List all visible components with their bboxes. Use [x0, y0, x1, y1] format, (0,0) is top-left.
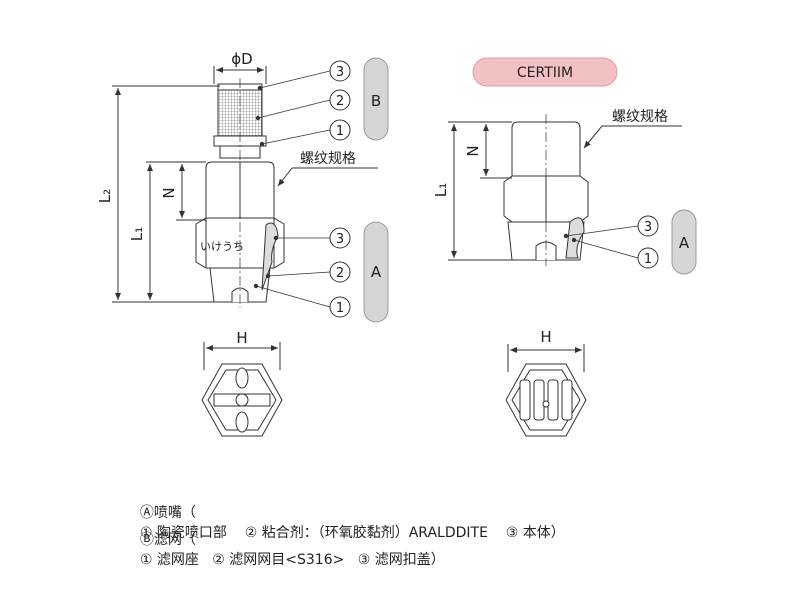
callout-b-3-label: 3: [336, 65, 344, 80]
callout-b-2: [329, 89, 351, 111]
callout-a-3: [329, 227, 351, 249]
legend-a-2: ② 粘合剂：（环氧胶黏剂）ARALDDITE: [244, 525, 488, 541]
legend-b-1: ① 滤网座: [139, 552, 199, 568]
dim-n-label: N: [160, 187, 178, 198]
right-leaders: [563, 225, 639, 259]
dim-n-right-label: N: [464, 145, 482, 156]
legend-line-2: Ⓑ滤网（ ① 滤网座 ② 滤网网目<S316> ③ 滤网扣盖）: [131, 513, 445, 569]
callout-right-1-label: 1: [644, 252, 652, 267]
thread-leader-right: [583, 125, 682, 149]
callout-a-3-label: 3: [336, 232, 344, 247]
callout-a-2: [329, 261, 351, 283]
callout-b-2-label: 2: [336, 94, 344, 109]
callout-b-1-label: 1: [336, 124, 344, 139]
left-bottom-view: [201, 342, 283, 437]
dim-l1-right-label: L₁: [432, 183, 450, 197]
left-leaders: [253, 70, 331, 308]
callout-a-1: [329, 296, 351, 318]
dim-l1-label: L₁: [128, 227, 146, 241]
dim-l2-label: L₂: [96, 189, 114, 203]
legend-a-3: ③ 本体）: [505, 525, 565, 541]
group-b-pill: [363, 57, 389, 141]
legend-a-title: Ⓐ喷嘴（: [139, 505, 196, 521]
legend-line-1: Ⓐ喷嘴（ ① 陶瓷喷口部 ② 粘合剂：（环氧胶黏剂）ARALDDITE ③ 本体…: [131, 486, 565, 542]
callout-right-3-label: 3: [644, 220, 652, 235]
callout-b-3: [329, 60, 351, 82]
thread-label-right: 螺纹规格: [612, 109, 668, 125]
dim-phi-d-label: ϕD: [231, 50, 252, 68]
thread-leader-left: [277, 167, 378, 187]
legend-b-title: Ⓑ滤网（: [139, 532, 196, 548]
group-a-label-left: A: [371, 263, 382, 281]
legend-a-1: ① 陶瓷喷口部: [139, 525, 227, 541]
callout-b-1: [329, 119, 351, 141]
legend-b-2: ② 滤网网目<S316>: [212, 552, 345, 568]
group-a-label-right: A: [679, 234, 690, 252]
right-cutaway: [565, 217, 585, 259]
dim-n-right: [480, 124, 512, 179]
callout-right-3: [637, 215, 659, 237]
group-b-label: B: [371, 92, 381, 110]
dim-l1: [146, 161, 206, 300]
group-a-pill-right: [671, 209, 697, 275]
group-a-pill-left: [363, 221, 389, 323]
right-nozzle-side-view: [503, 114, 589, 266]
callout-a-1-label: 1: [336, 301, 344, 316]
left-bottom-h-label: H: [236, 329, 247, 347]
right-bottom-view: [505, 344, 587, 437]
certiim-badge-label: CERTIIM: [517, 65, 573, 81]
dim-phi-d: [213, 66, 267, 84]
dim-l1-right: [448, 121, 512, 261]
cutaway: [261, 222, 279, 291]
thread-label-left: 螺纹规格: [300, 151, 356, 167]
callout-a-2-label: 2: [336, 266, 344, 281]
legend-b-3: ③ 滤网扣盖）: [357, 552, 445, 568]
dim-n: [176, 164, 206, 221]
certiim-badge: [472, 57, 618, 87]
right-hex-outline: [505, 363, 587, 437]
left-nozzle-side-view: [195, 78, 285, 308]
callout-right-1: [637, 247, 659, 269]
body-marking: いけうち: [200, 240, 244, 253]
right-bottom-h-label: H: [540, 328, 551, 346]
dim-l2: [112, 85, 220, 303]
